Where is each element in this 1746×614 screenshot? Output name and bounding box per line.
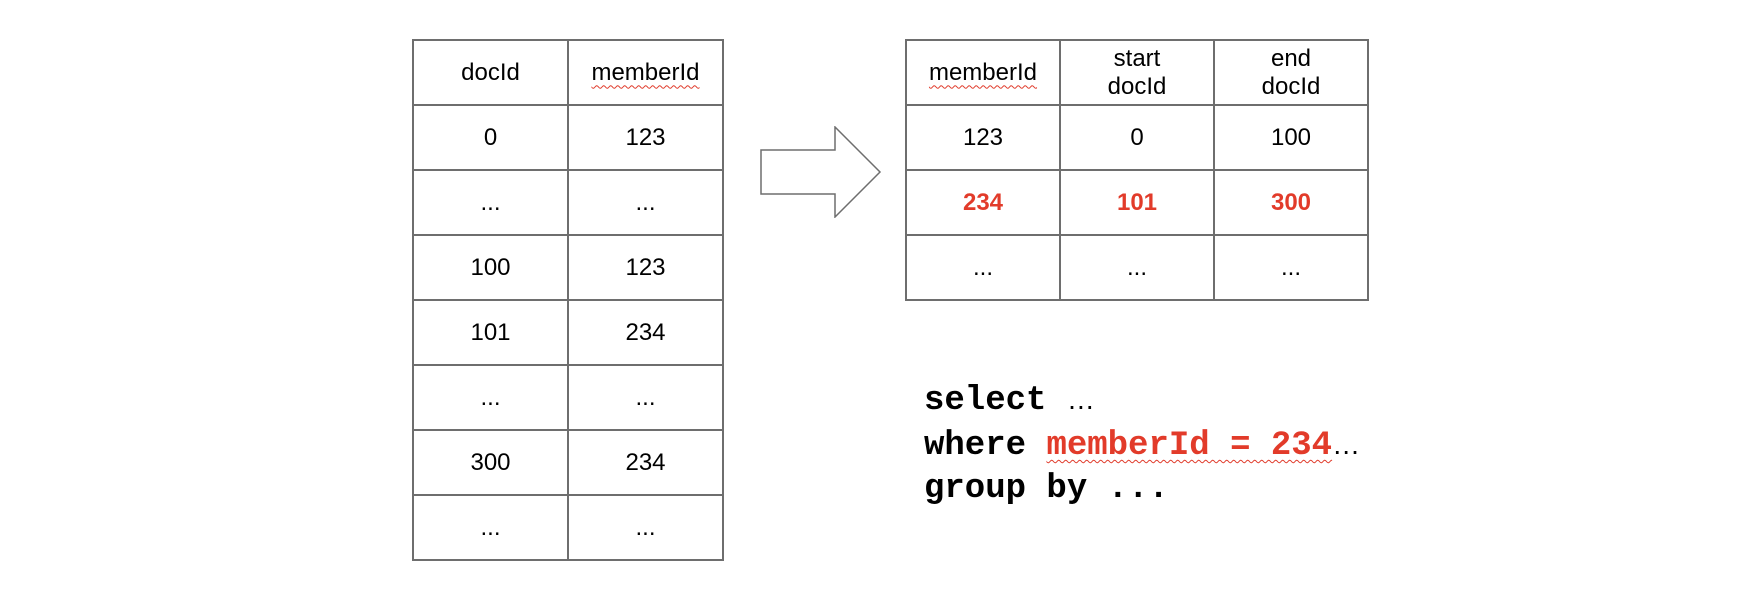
cell-docid: 300 [412,429,569,496]
cell-end-docid: ... [1213,234,1369,301]
cell-memberid: 123 [567,234,724,301]
cell-start-docid: 0 [1059,104,1215,171]
cell-start-docid: ... [1059,234,1215,301]
cell-memberid: ... [905,234,1061,301]
cell-docid: 101 [412,299,569,366]
cell-memberid: 234 [567,429,724,496]
cell-memberid: ... [567,364,724,431]
cell-start-docid: 101 [1059,169,1215,236]
cell-docid: ... [412,494,569,561]
header-memberid-text: memberId [591,58,700,86]
cell-docid: ... [412,364,569,431]
sql-query: select … where memberId = 234… group by … [924,378,1360,511]
cell-docid: ... [412,169,569,236]
table-row: 300 234 [412,429,724,496]
query-where-condition: memberId = 234 [1046,427,1333,465]
query-select-keyword: select [924,382,1047,420]
query-group-by: group by ... [924,470,1169,508]
cell-memberid: 123 [567,104,724,171]
table-row: 100 123 [412,234,724,301]
header-start-line1: start [1113,44,1161,72]
query-where-ellipsis: … [1332,429,1361,460]
right-arrow-outline-icon [760,126,882,218]
cell-memberid: ... [567,169,724,236]
header-memberid-text: memberId [928,58,1038,86]
cell-docid: 0 [412,104,569,171]
header-docid: docId [412,39,569,106]
header-end-line1: end [1270,44,1312,72]
table-row: ... ... [412,494,724,561]
table-row: ... ... ... [905,234,1369,301]
query-select-ellipsis: … [1066,384,1095,415]
table-row: 123 0 100 [905,104,1369,171]
cell-docid: 100 [412,234,569,301]
header-memberid: memberId [905,39,1061,106]
header-end-line2: docId [1261,72,1321,100]
header-memberid: memberId [567,39,724,106]
cell-memberid: ... [567,494,724,561]
table-row: ... ... [412,169,724,236]
table-row: 0 123 [412,104,724,171]
cell-memberid: 123 [905,104,1061,171]
doc-member-table: docId memberId 0 123 ... ... 100 123 101… [412,39,724,561]
table-row-highlighted: 234 101 300 [905,169,1369,236]
table-header-row: docId memberId [412,39,724,106]
query-where-keyword: where [924,427,1027,465]
cell-memberid: 234 [905,169,1061,236]
table-row: 101 234 [412,299,724,366]
cell-memberid: 234 [567,299,724,366]
header-start-line2: docId [1107,72,1167,100]
table-row: ... ... [412,364,724,431]
cell-end-docid: 100 [1213,104,1369,171]
cell-end-docid: 300 [1213,169,1369,236]
